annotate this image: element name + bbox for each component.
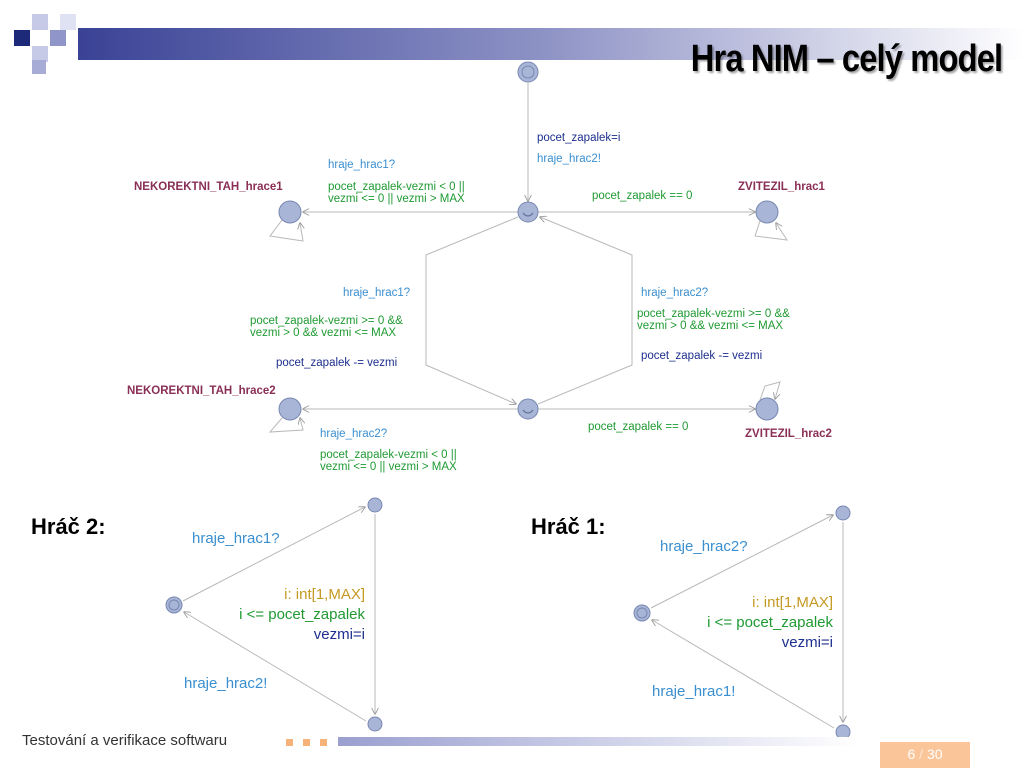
self-loop-zvitezil2 xyxy=(759,381,781,400)
location-zvitezil-hrac2 xyxy=(755,397,779,421)
location-p1-initial xyxy=(633,604,651,622)
location-nekorektni-tah-hrace2 xyxy=(278,397,302,421)
location-init-inner xyxy=(521,65,535,79)
location-bottom xyxy=(517,398,539,420)
guard-label: vezmi > 0 && vezmi <= MAX xyxy=(250,327,396,339)
guard-label: vezmi <= 0 || vezmi > MAX xyxy=(320,461,457,473)
decor-square xyxy=(32,14,48,30)
footer-text: Testování a verifikace softwaru xyxy=(22,732,228,749)
guard-label: pocet_zapalek-vezmi >= 0 && xyxy=(250,315,403,327)
assign-label: vezmi=i xyxy=(314,626,365,643)
assign-label: vezmi=i xyxy=(782,634,833,651)
edge-p1-up xyxy=(650,515,833,609)
location-name-zvitezil1: ZVITEZIL_hrac1 xyxy=(738,181,826,193)
edge-p1-down xyxy=(652,620,835,729)
sync-label: hraje_hrac1? xyxy=(343,287,410,299)
decor-square xyxy=(60,14,76,30)
guard-label: pocet_zapalek == 0 xyxy=(592,190,692,202)
assign-label: pocet_zapalek -= vezmi xyxy=(276,357,397,369)
decor-square xyxy=(14,30,30,46)
location-name-nekorektni1: NEKOREKTNI_TAH_hrace1 xyxy=(134,181,283,193)
location-p2-lower xyxy=(367,716,383,732)
assign-label: pocet_zapalek -= vezmi xyxy=(641,350,762,362)
player2-label: Hráč 2: xyxy=(31,514,106,539)
self-loop-nekorektni1 xyxy=(269,219,303,242)
decor-square xyxy=(32,60,46,74)
location-zvitezil-hrac1 xyxy=(755,200,779,224)
location-p2-initial-inner xyxy=(168,599,180,611)
location-p1-upper xyxy=(835,505,851,521)
footer-square xyxy=(320,739,327,746)
urgent-mark xyxy=(522,409,534,414)
decor-square xyxy=(32,46,48,62)
assign-label: pocet_zapalek=i xyxy=(537,132,620,144)
sync-label: hraje_hrac2! xyxy=(184,675,267,692)
guard-label: pocet_zapalek == 0 xyxy=(588,421,688,433)
footer-bar xyxy=(338,737,858,746)
sync-label: hraje_hrac2! xyxy=(537,153,601,165)
slide-title: Hra NIM – celý model xyxy=(690,38,1002,80)
location-name-zvitezil2: ZVITEZIL_hrac2 xyxy=(745,428,832,440)
footer-square xyxy=(286,739,293,746)
decor-square xyxy=(50,30,66,46)
self-loop-nekorektni2 xyxy=(268,418,303,433)
guard-label: pocet_zapalek-vezmi >= 0 && xyxy=(637,308,790,320)
guard-label: i <= pocet_zapalek xyxy=(239,606,365,623)
guard-label: i <= pocet_zapalek xyxy=(707,614,833,631)
player1-label: Hráč 1: xyxy=(531,514,606,539)
sync-label: hraje_hrac2? xyxy=(320,428,387,440)
sync-label: hraje_hrac1? xyxy=(192,530,280,547)
sync-label: hraje_hrac2? xyxy=(660,538,748,555)
edge-p2-up xyxy=(182,507,365,602)
page-current: 6 xyxy=(907,746,916,762)
guard-label: pocet_zapalek-vezmi < 0 || xyxy=(328,181,465,193)
select-label: i: int[1,MAX] xyxy=(752,594,833,611)
sync-label: hraje_hrac1? xyxy=(328,159,395,171)
edge-p2-down xyxy=(184,612,367,722)
title-bar-gradient xyxy=(78,28,1024,60)
location-p1-initial-inner xyxy=(636,607,648,619)
location-p2-upper xyxy=(367,497,383,513)
location-init xyxy=(517,61,539,83)
footer-square xyxy=(303,739,310,746)
guard-label: vezmi > 0 && vezmi <= MAX xyxy=(637,320,783,332)
guard-label: vezmi <= 0 || vezmi > MAX xyxy=(328,193,465,205)
edge-bottom-to-top xyxy=(537,217,633,405)
urgent-mark xyxy=(522,212,534,217)
location-nekorektni-tah-hrace1 xyxy=(278,200,302,224)
self-loop-zvitezil1 xyxy=(754,220,789,241)
location-name-nekorektni2: NEKOREKTNI_TAH_hrace2 xyxy=(127,385,276,397)
page-total: 30 xyxy=(926,746,943,762)
edge-top-to-bottom xyxy=(425,216,519,404)
location-p2-initial xyxy=(165,596,183,614)
sync-label: hraje_hrac1! xyxy=(652,683,735,700)
location-top xyxy=(517,201,539,223)
guard-label: pocet_zapalek-vezmi < 0 || xyxy=(320,449,457,461)
sync-label: hraje_hrac2? xyxy=(641,287,708,299)
page-number: 6 / 30 xyxy=(880,742,970,768)
page-separator: / xyxy=(919,746,924,762)
select-label: i: int[1,MAX] xyxy=(284,586,365,603)
